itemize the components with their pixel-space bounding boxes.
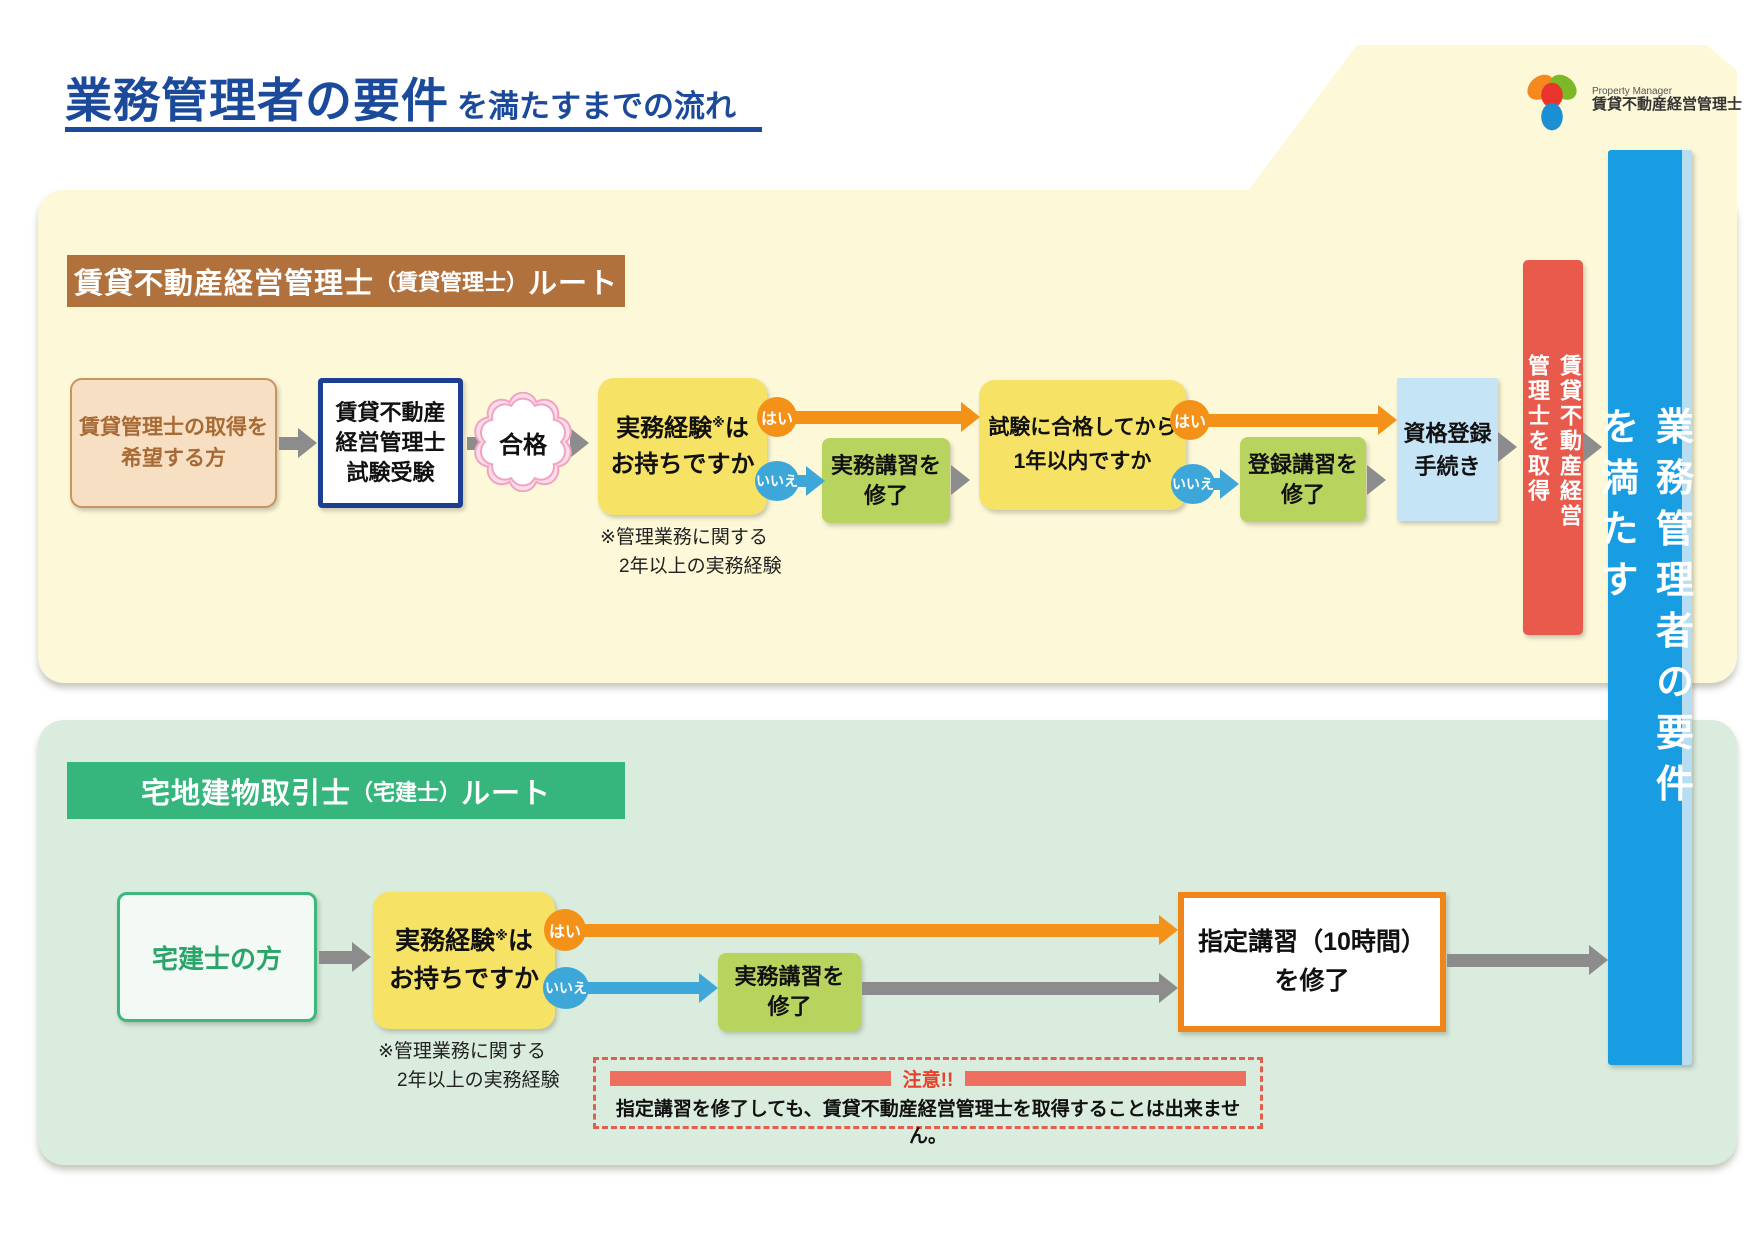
route1-practical-course-box: 実務講習を 修了 (822, 438, 950, 523)
route1-start-box: 賃貸管理士の取得を 希望する方 (70, 378, 277, 508)
arrow-right-icon (319, 942, 371, 972)
route2-practical-course-box: 実務講習を 修了 (718, 953, 861, 1031)
yes-circle: はい (544, 909, 586, 951)
caution-header: 注意!! (610, 1067, 1246, 1091)
route2-header-suffix: ルート (461, 777, 552, 810)
arrow-right-icon (1498, 432, 1522, 462)
logo-subtitle: Property Manager (1592, 86, 1673, 97)
logo-text: Property Manager 賃貸不動産経営管理士 (1592, 86, 1742, 114)
goal-text: 業務管理者の要件を満たす (1594, 406, 1692, 815)
yes-arrow (785, 402, 980, 432)
pass-badge: 合格 (473, 391, 573, 493)
route2-experience-note: ※管理業務に関する 2年以上の実務経験 (378, 1041, 560, 1091)
arrow-right-icon (1583, 432, 1607, 462)
route2-experience-question-box: 実務経験※は お持ちですか (373, 892, 555, 1029)
q-text: 実務経験 (616, 414, 713, 442)
arrow-right-icon (279, 428, 317, 458)
caution-text: 指定講習を修了しても、賃貸不動産経営管理士を取得することは出来ません。 (615, 1099, 1241, 1147)
route1-exam-box: 賃貸不動産 経営管理士 試験受験 (318, 378, 463, 508)
arrow-right-icon (951, 465, 978, 495)
route2-start-box: 宅建士の方 (117, 892, 317, 1022)
pass-badge-label: 合格 (499, 431, 547, 459)
yes-circle: はい (757, 397, 797, 437)
q-text: は (724, 414, 749, 442)
route1-acquire-text: 賃貸不動産経営管理士を取得 (1525, 353, 1582, 529)
route1-header-paren: （賃貸管理士） (373, 270, 528, 295)
no-circle: いいえ (1171, 464, 1215, 504)
arrow-right-icon (1447, 945, 1608, 975)
title-underline (65, 127, 762, 132)
q-text: は (507, 927, 533, 955)
arrow-right-icon (862, 973, 1178, 1003)
yes-arrow (1198, 405, 1397, 435)
route1-header: 賃貸不動産経営管理士 （賃貸管理士） ルート (67, 255, 625, 307)
route1-acquire-box: 賃貸不動産経営管理士を取得 (1523, 260, 1583, 635)
caution-bar-right (965, 1070, 1246, 1086)
route1-registration-box: 資格登録 手続き (1397, 378, 1498, 521)
yes-arrow (578, 915, 1178, 945)
caution-label: 注意!! (902, 1069, 954, 1091)
q-asterisk: ※ (712, 414, 725, 430)
page-title: 業務管理者の要件 を満たすまでの流れ (65, 62, 736, 131)
yes-circle: はい (1170, 400, 1210, 440)
route1-header-main: 賃貸不動産経営管理士 (73, 268, 374, 300)
logo-title: 賃貸不動産経営管理士 (1592, 96, 1743, 113)
goal-bar-highlight (1682, 150, 1692, 1065)
route1-experience-note: ※管理業務に関する 2年以上の実務経験 (600, 527, 782, 577)
goal-bar: 業務管理者の要件を満たす (1594, 150, 1692, 1065)
no-arrow (581, 973, 718, 1003)
route2-designated-course-box: 指定講習（10時間） を修了 (1178, 892, 1446, 1032)
q-text-line2: お持ちですか (610, 450, 755, 478)
q-text-line2: お持ちですか (388, 964, 539, 993)
route1-experience-question-box: 実務経験※は お持ちですか (598, 378, 767, 515)
caution-bar-left (610, 1070, 891, 1086)
route2-header-paren: （宅建士） (350, 779, 461, 805)
property-manager-logo-icon (1527, 74, 1577, 131)
arrow-right-icon (570, 428, 597, 458)
route2-header: 宅地建物取引士 （宅建士） ルート (67, 762, 625, 819)
page-title-main: 業務管理者の要件 (65, 74, 449, 127)
q-asterisk: ※ (495, 928, 508, 943)
route1-registration-course-box: 登録講習を 修了 (1240, 437, 1366, 522)
arrow-right-icon (1367, 465, 1396, 495)
route1-within-year-question-box: 試験に合格してから 1年以内ですか (979, 380, 1186, 510)
no-circle: いいえ (543, 967, 589, 1009)
route1-header-suffix: ルート (528, 268, 619, 300)
no-circle: いいえ (755, 461, 799, 501)
caution-box: 注意!! 指定講習を修了しても、賃貸不動産経営管理士を取得することは出来ません。 (593, 1057, 1263, 1147)
flower-burst-icon (474, 391, 572, 493)
route2-header-main: 宅地建物取引士 (140, 777, 351, 810)
q-text: 実務経験 (395, 927, 496, 955)
page-title-suffix: を満たすまでの流れ (457, 89, 736, 124)
